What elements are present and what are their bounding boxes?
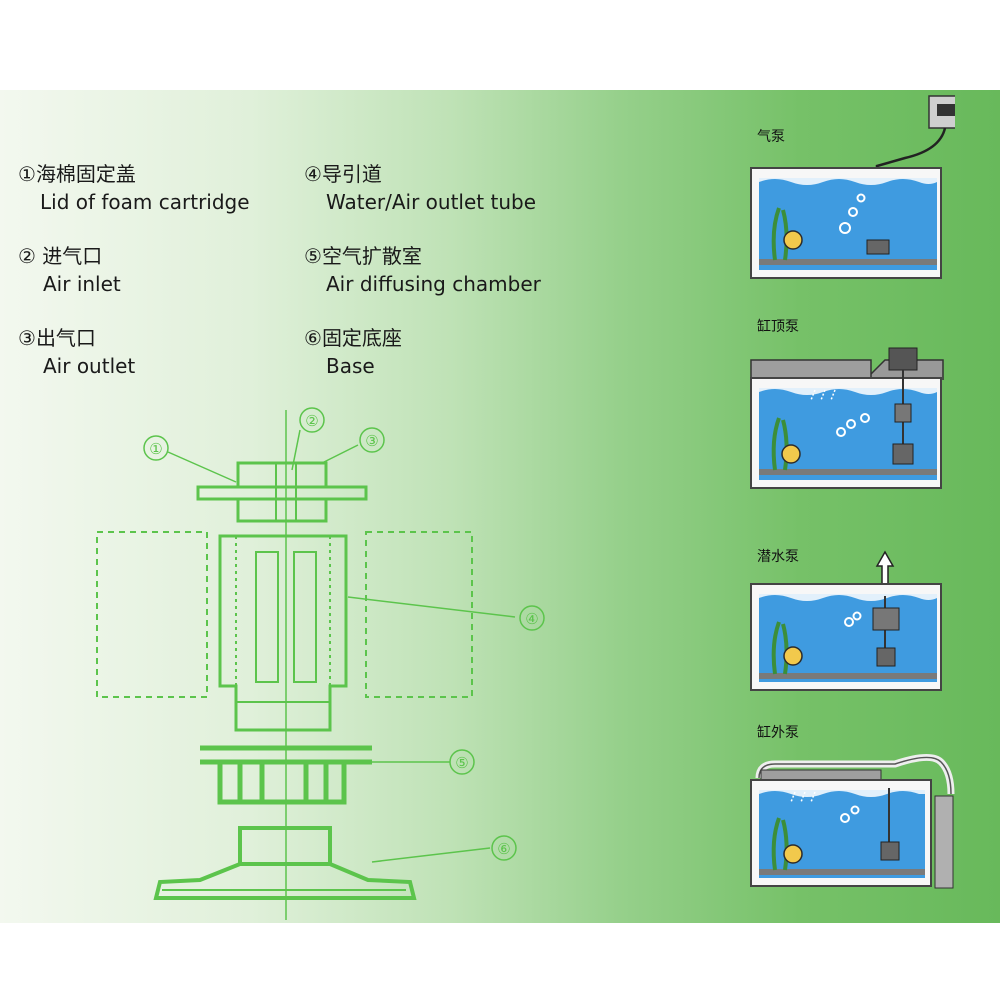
- pump-label-top: 缸顶泵: [757, 319, 799, 335]
- legend-zh: 出气口: [35, 326, 96, 350]
- legend-item-air-outlet: ③出气口 Air outlet: [18, 326, 135, 378]
- top-pump-motor: [888, 347, 918, 371]
- pump-label-air: 气泵: [757, 129, 785, 145]
- leader-line-4: [347, 596, 516, 618]
- legend-item-base: ⑥固定底座 Base: [304, 326, 402, 378]
- leader-line-6: [371, 847, 491, 863]
- legend-en: Air outlet: [43, 354, 136, 378]
- foam-block-left: [96, 531, 208, 698]
- legend-en: Air diffusing chamber: [326, 272, 541, 296]
- leader-line-2: [291, 429, 301, 471]
- filter-base: [153, 826, 417, 900]
- callout-circle-1: [143, 435, 169, 461]
- legend-num: ②: [18, 244, 36, 268]
- legend-item-outlet-tube: ④导引道 Water/Air outlet tube: [304, 162, 536, 214]
- leader-line-1: [167, 451, 237, 483]
- legend-zh: 导引道: [321, 162, 382, 186]
- callout-circle-6: [491, 835, 517, 861]
- filter-exploded-diagram: ① ② ③ ④ ⑤ ⑥: [96, 407, 545, 920]
- top-pump-illustration: [750, 347, 944, 489]
- callout-label-4: ④: [525, 610, 538, 628]
- legend-zh: 固定底座: [321, 326, 402, 350]
- callout-label-3: ③: [365, 432, 378, 450]
- outlet-tube: [218, 534, 348, 732]
- legend-en: Lid of foam cartridge: [40, 190, 250, 214]
- legend-en: Water/Air outlet tube: [326, 190, 537, 214]
- legend-num: ⑤: [304, 244, 322, 268]
- pump-label-external: 缸外泵: [757, 725, 799, 741]
- callout-label-5: ⑤: [455, 754, 468, 772]
- callout-circle-5: [449, 749, 475, 775]
- legend-num: ③: [18, 326, 36, 350]
- legend-num: ⑥: [304, 326, 322, 350]
- pump-label-submersible: 潜水泵: [757, 549, 799, 565]
- submersible-pump-unit: [872, 607, 900, 631]
- legend-item-lid: ①海棉固定盖 Lid of foam cartridge: [18, 162, 250, 214]
- legend-zh: 进气口: [35, 244, 103, 268]
- legend-zh: 空气扩散室: [321, 244, 422, 268]
- legend-num: ④: [304, 162, 322, 186]
- air-diffusing-chamber: [200, 745, 372, 805]
- air-pump-illustration: [750, 95, 955, 279]
- callout-circle-2: [299, 407, 325, 433]
- external-pump-canister: [934, 795, 954, 889]
- legend-zh: 海棉固定盖: [35, 162, 136, 186]
- callout-circle-3: [359, 427, 385, 453]
- callout-label-6: ⑥: [497, 840, 510, 858]
- legend-en: Base: [326, 354, 375, 378]
- legend-en: Air inlet: [43, 272, 121, 296]
- legend-item-air-inlet: ② 进气口 Air inlet: [18, 244, 121, 296]
- callout-circle-4: [519, 605, 545, 631]
- foam-lid: [196, 461, 368, 523]
- foam-block-right: [365, 531, 473, 698]
- leader-line-3: [319, 444, 359, 465]
- callout-label-2: ②: [305, 412, 318, 430]
- diagram-panel: ①海棉固定盖 Lid of foam cartridge ② 进气口 Air i…: [0, 90, 1000, 923]
- legend-num: ①: [18, 162, 36, 186]
- callout-label-1: ①: [149, 440, 162, 458]
- external-pump-illustration: [750, 754, 955, 889]
- legend-item-diffusing-chamber: ⑤空气扩散室 Air diffusing chamber: [304, 244, 541, 296]
- submersible-pump-illustration: [750, 550, 942, 691]
